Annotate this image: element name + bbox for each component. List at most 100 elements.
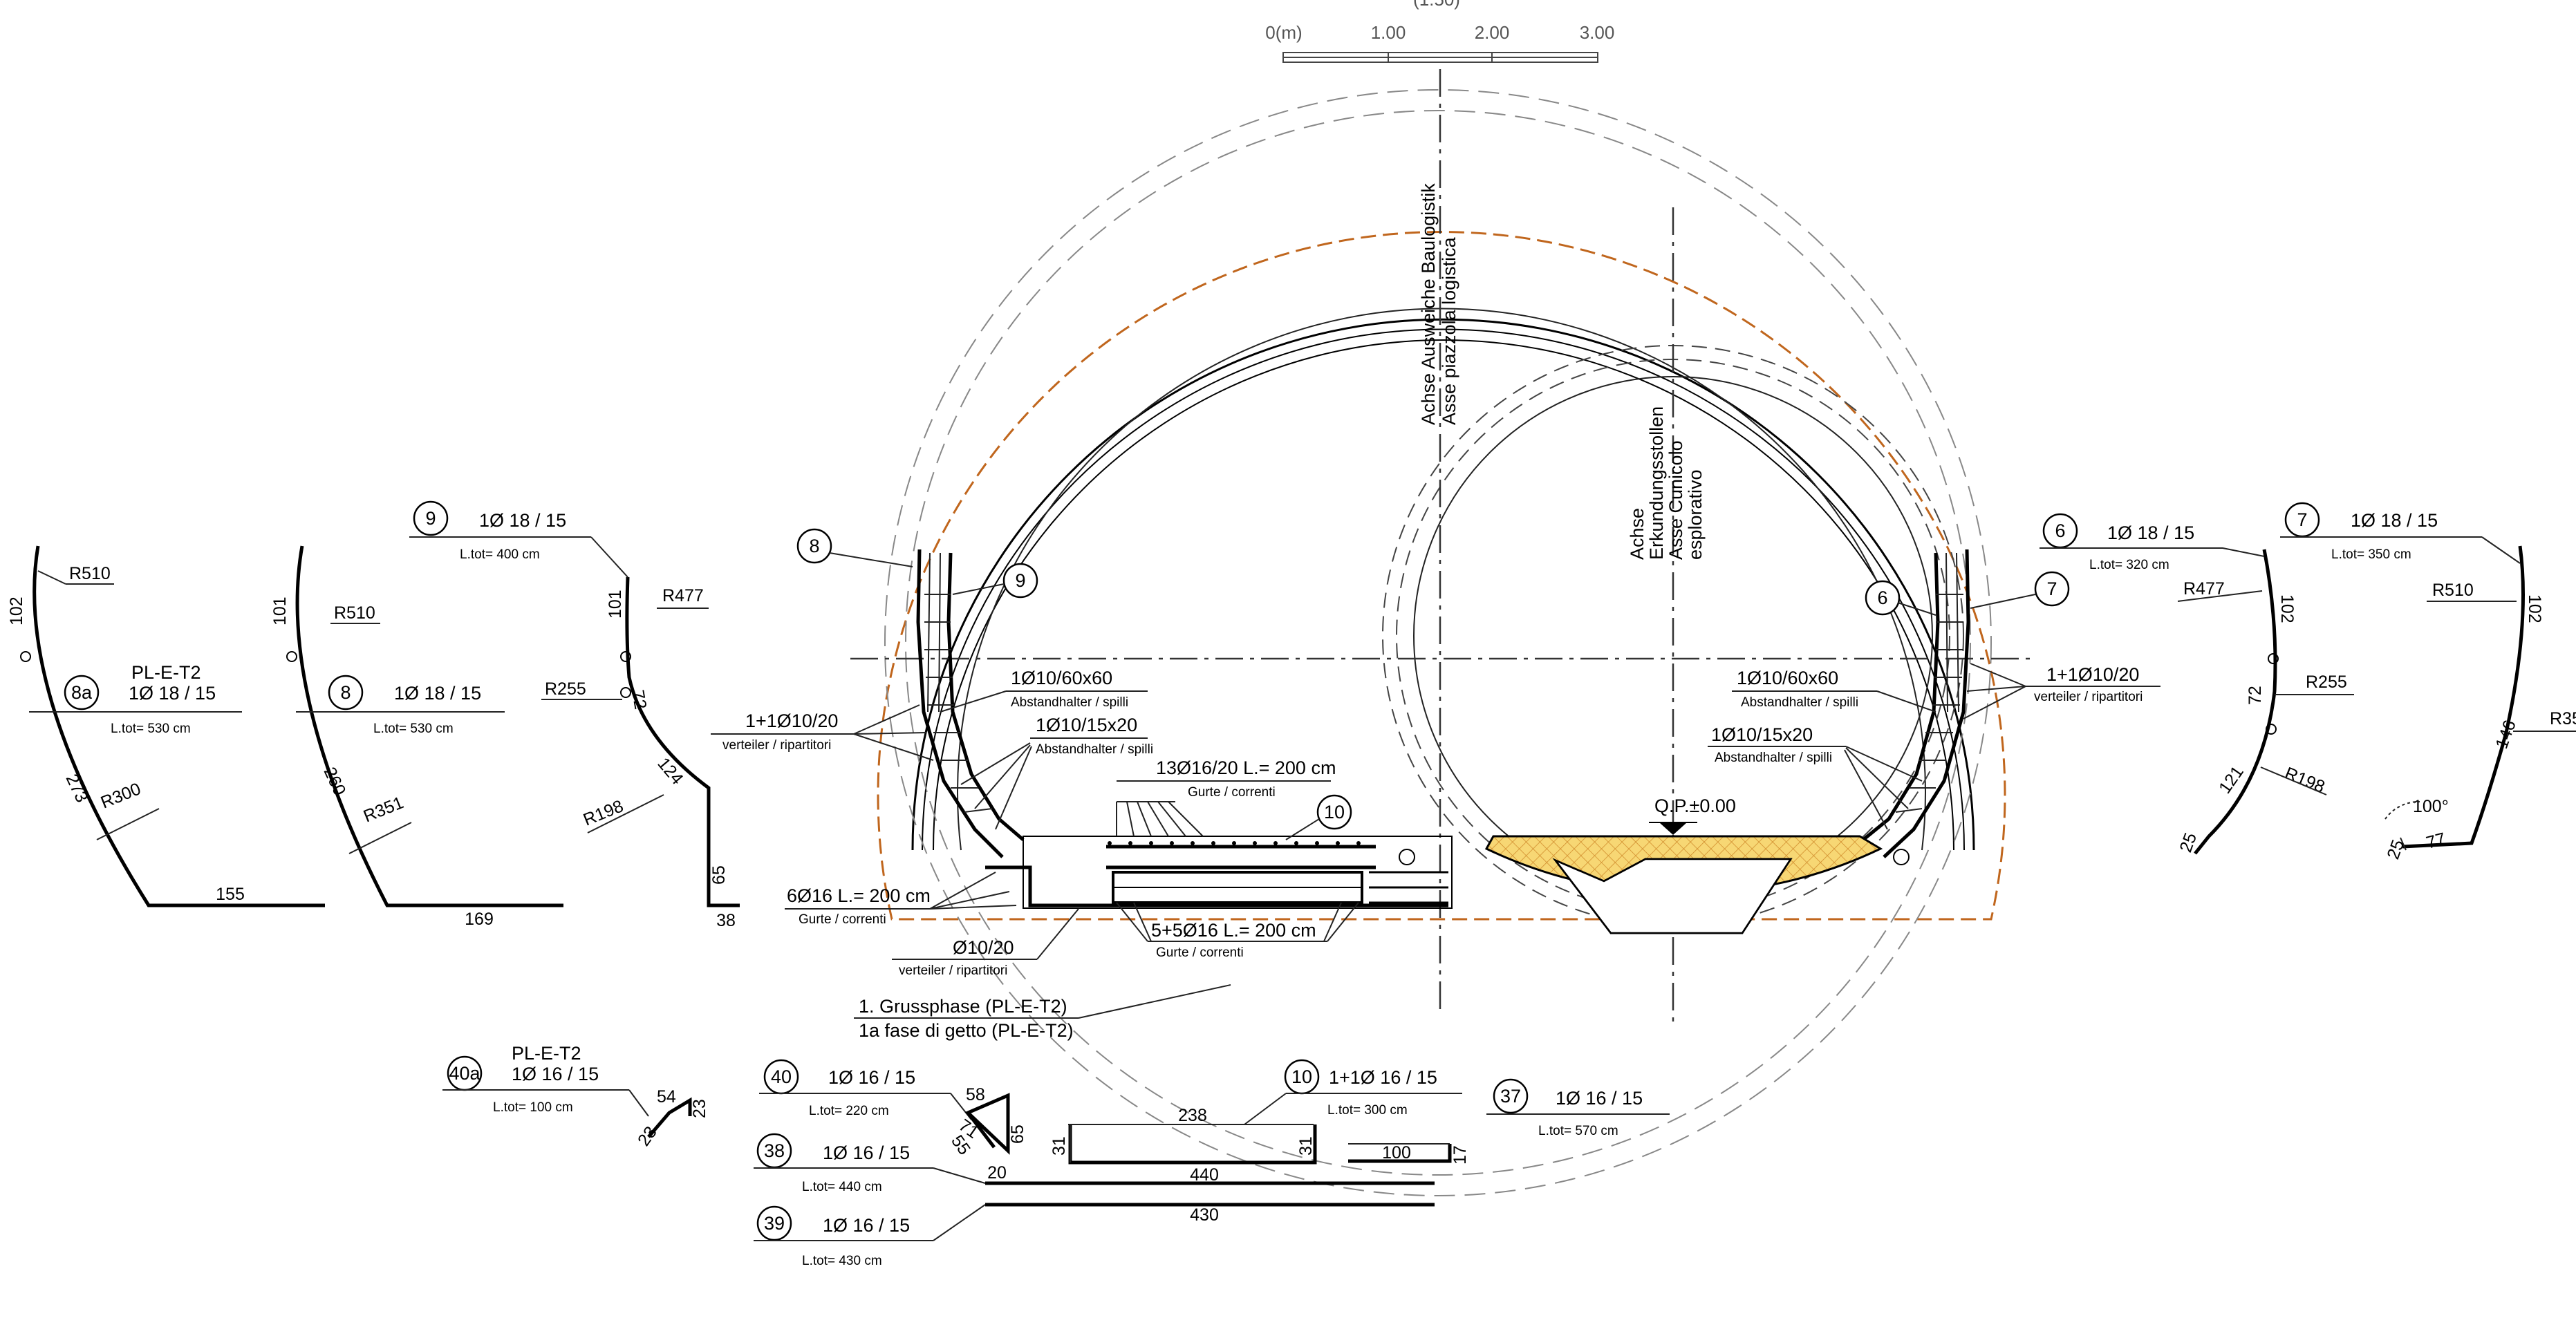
exploratory-axis-label-1: Achse xyxy=(1627,508,1648,560)
bar-40-total: L.tot= 220 cm xyxy=(809,1104,889,1118)
tunnel-cross-section: Q.P.±0.00 Achse Ausweiche Baulogistik As… xyxy=(850,69,2033,1196)
bar-37-dim-2: 17 xyxy=(1450,1145,1470,1165)
bar-40-spec: 1Ø 16 / 15 xyxy=(828,1067,915,1088)
bar-7-dim-4: 25 xyxy=(2383,837,2408,862)
bar-8a-radius-1: R510 xyxy=(69,564,111,583)
bar-9-radius-2: R255 xyxy=(545,679,586,699)
bar-38-spec: 1Ø 16 / 15 xyxy=(823,1142,910,1163)
chord-mid-label: 5+5Ø16 L.= 200 cm xyxy=(1151,920,1316,941)
callout-bubble-8: 8 xyxy=(809,536,819,556)
bar-8a-number: 8a xyxy=(71,682,93,703)
bar-10-dim-2: 31 xyxy=(1049,1136,1069,1156)
phase-label-de: 1. Grussphase (PL-E-T2) xyxy=(859,996,1067,1017)
scale-tick-3: 3.00 xyxy=(1580,22,1615,43)
bar-40: 40 1Ø 16 / 15 L.tot= 220 cm 58 71 55 65 … xyxy=(759,1059,1027,1183)
phase-label-it: 1a fase di getto (PL-E-T2) xyxy=(859,1020,1074,1041)
bar-38-dim-1: 440 xyxy=(1190,1165,1219,1185)
bar-8-number: 8 xyxy=(340,682,351,703)
bar-38-number: 38 xyxy=(764,1140,785,1161)
bar-8a-code: PL-E-T2 xyxy=(131,662,201,683)
callout-bubble-6: 6 xyxy=(1877,587,1887,608)
bar-8a-dim-1: 102 xyxy=(7,596,26,625)
distributor-left-label: 1+1Ø10/20 xyxy=(745,710,838,731)
bar-39-dim-1: 430 xyxy=(1190,1205,1219,1225)
bar-8-spec: 1Ø 18 / 15 xyxy=(394,683,481,704)
spacer-left-main-label: 1Ø10/60x60 xyxy=(1011,668,1112,688)
bar-39-total: L.tot= 430 cm xyxy=(802,1254,882,1268)
bar-37-number: 37 xyxy=(1500,1086,1521,1107)
bar-40a-spec: 1Ø 16 / 15 xyxy=(512,1064,599,1084)
bar-7-spec: 1Ø 18 / 15 xyxy=(2351,510,2438,531)
bar-39: 39 1Ø 16 / 15 L.tot= 430 cm 430 xyxy=(754,1203,1435,1268)
bar-40a-dim-3: 23 xyxy=(690,1099,709,1118)
bar-7-dim-3: 100° xyxy=(2413,797,2449,816)
bar-6-radius-1: R477 xyxy=(2183,579,2225,599)
bar-7-dim-2: 146 xyxy=(2492,717,2520,751)
bar-40-dim-5: 20 xyxy=(987,1163,1007,1183)
bar-10-dim-3: 31 xyxy=(1296,1136,1316,1156)
bar-9-radius-1: R477 xyxy=(662,586,704,605)
bar-37-dim-1: 100 xyxy=(1382,1143,1411,1162)
bar-8-dim-2: 260 xyxy=(320,764,350,799)
bar-40-number: 40 xyxy=(771,1066,792,1087)
scale-tick-0: 0(m) xyxy=(1265,22,1302,43)
spacer-left-second-sub: Abstandhalter / spilli xyxy=(1036,742,1153,757)
bar-40-dim-4: 65 xyxy=(1008,1124,1027,1144)
chord-left-sub: Gurte / correnti xyxy=(799,912,886,927)
bar-8-dim-1: 101 xyxy=(270,596,290,625)
bar-10: 238 31 31 10 1+1Ø 16 / 15 L.tot= 300 cm xyxy=(1049,1059,1462,1165)
bar-7-total: L.tot= 350 cm xyxy=(2331,547,2411,562)
bar-6-radius-2: R255 xyxy=(2306,672,2347,692)
scale-tick-1: 1.00 xyxy=(1371,22,1406,43)
chord-top-sub: Gurte / correnti xyxy=(1188,785,1276,800)
spacer-left-second-label: 1Ø10/15x20 xyxy=(1036,715,1137,735)
bar-6-dim-1: 102 xyxy=(2277,594,2297,623)
bar-7-dim-5: 77 xyxy=(2424,829,2447,853)
spacer-right-main-label: 1Ø10/60x60 xyxy=(1737,668,1838,688)
scale-bar: (1:50) 0(m) 1.00 2.00 3.00 xyxy=(1265,0,1615,63)
bar-6-dim-2: 72 xyxy=(2246,686,2265,705)
bar-40a: 40a PL-E-T2 1Ø 16 / 15 L.tot= 100 cm 54 … xyxy=(442,1043,709,1149)
chord-mid-sub: Gurte / correnti xyxy=(1156,945,1244,960)
bar-8: 8 1Ø 18 / 15 L.tot= 530 cm R510 R351 101… xyxy=(270,545,563,929)
bar-7-radius-2: R35 xyxy=(2550,709,2576,728)
bar-7-radius-1: R510 xyxy=(2432,581,2474,600)
bar-40a-total: L.tot= 100 cm xyxy=(493,1100,573,1115)
bar-10-number: 10 xyxy=(1291,1066,1312,1087)
bar-39-spec: 1Ø 16 / 15 xyxy=(823,1215,910,1236)
spacer-right-main-sub: Abstandhalter / spilli xyxy=(1741,695,1858,710)
exploratory-axis-label-4: esplorativo xyxy=(1685,469,1706,560)
bar-8-radius-2: R351 xyxy=(361,793,407,826)
bar-37-total: L.tot= 570 cm xyxy=(1538,1124,1618,1138)
bar-7-dim-1: 102 xyxy=(2525,594,2544,623)
spacer-right-second-label: 1Ø10/15x20 xyxy=(1711,724,1813,745)
scale-label: (1:50) xyxy=(1413,0,1460,10)
bar-7-number: 7 xyxy=(2297,509,2307,530)
bar-10-spec: 1+1Ø 16 / 15 xyxy=(1329,1067,1437,1088)
bar-40-dim-1: 58 xyxy=(966,1085,985,1104)
bar-8a-spec: 1Ø 18 / 15 xyxy=(129,683,216,704)
bar-9: 9 1Ø 18 / 15 L.tot= 400 cm R477 R255 R19… xyxy=(409,500,740,930)
distributor-right-sub: verteiler / ripartitori xyxy=(2034,690,2143,704)
bar-9-dim-4: 65 xyxy=(709,865,729,885)
section-callouts: 8 9 6 7 10 1Ø10/60x60 Abstandhalter / sp… xyxy=(711,528,2160,1041)
bar-10-dim-1: 238 xyxy=(1178,1106,1207,1125)
bar-9-dim-1: 101 xyxy=(606,590,625,619)
bar-38-total: L.tot= 440 cm xyxy=(802,1180,882,1194)
bar-9-spec: 1Ø 18 / 15 xyxy=(479,510,566,531)
spacer-left-main-sub: Abstandhalter / spilli xyxy=(1011,695,1128,710)
bar-6-number: 6 xyxy=(2055,520,2065,541)
scale-tick-2: 2.00 xyxy=(1475,22,1510,43)
bar-40a-code: PL-E-T2 xyxy=(512,1043,581,1064)
bar-9-number: 9 xyxy=(425,508,436,529)
callout-bubble-7: 7 xyxy=(2046,578,2057,599)
bar-8a-dim-2: 273 xyxy=(62,771,92,806)
bar-37: 37 1Ø 16 / 15 L.tot= 570 cm 100 17 xyxy=(1348,1078,1670,1165)
logistics-axis-label-de: Achse Ausweiche Baulogistik xyxy=(1418,183,1439,425)
bar-8a-total: L.tot= 530 cm xyxy=(111,722,191,736)
exploratory-axis-label-2: Erkundungsstollen xyxy=(1646,406,1667,560)
chord-top-label: 13Ø16/20 L.= 200 cm xyxy=(1156,757,1336,778)
bar-8a-dim-3: 155 xyxy=(216,885,245,904)
bar-6-spec: 1Ø 18 / 15 xyxy=(2107,523,2194,543)
